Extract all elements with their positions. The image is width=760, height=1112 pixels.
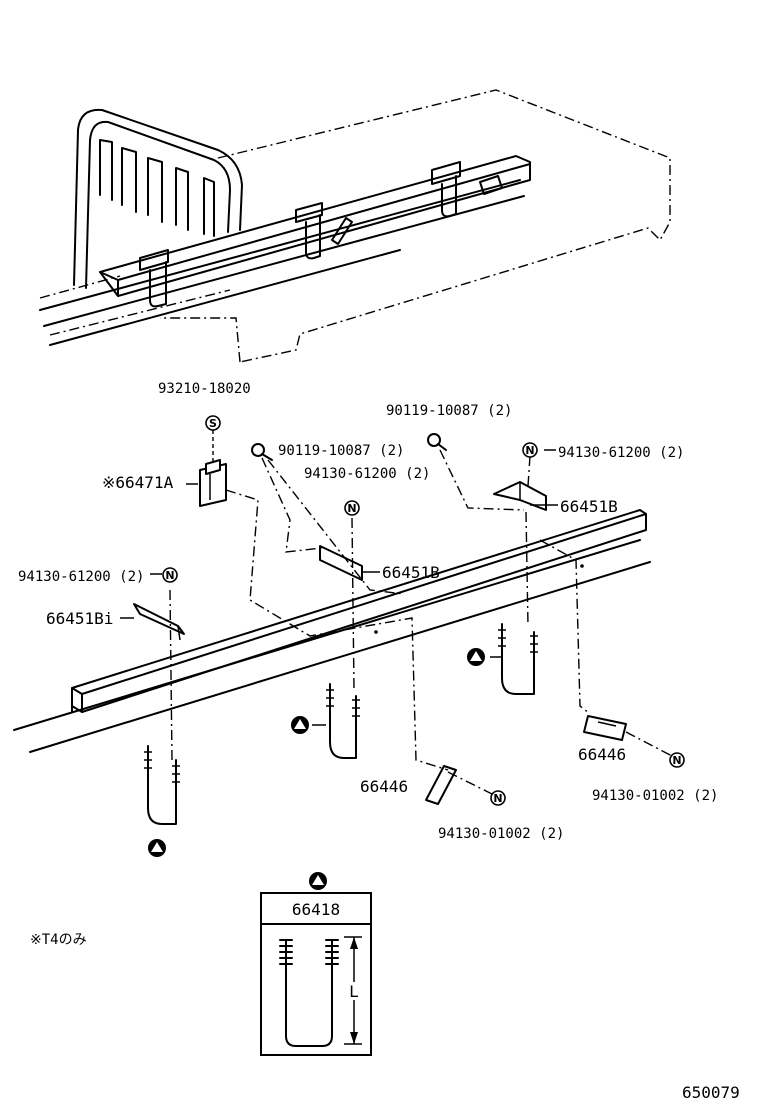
bracket-66451b-center [319,545,363,581]
n-symbol: N [162,567,178,583]
svg-text:N: N [525,444,534,457]
clip-66471a [199,459,227,507]
svg-text:N: N [347,502,356,515]
truck-bed-overview [39,89,671,363]
u-bolt-center [326,683,360,759]
svg-text:N: N [165,569,174,582]
label-66471a: ※66471A [102,473,174,492]
label-90119-10087-left: 90119-10087 (2) [278,443,404,459]
triangle-markers [148,648,502,890]
plate-66446-right [583,715,627,741]
label-66451b-left: 66451Bi [46,609,113,628]
dimension-l-label: L [349,982,359,1001]
label-66451b-center: 66451B [382,563,440,582]
label-leaders [120,449,558,619]
triangle-marker-icon [309,872,327,890]
label-93210-18020: 93210-18020 [158,381,251,397]
symbol-markers: S N N N N N [162,415,685,806]
detail-box-66418: 66418 L [260,892,372,1056]
label-94130-01002-right: 94130-01002 (2) [592,788,718,804]
part-labels: 93210-18020 ※66471A 90119-10087 (2) 9011… [18,381,740,1102]
label-94130-61200-left: 94130-61200 (2) [18,569,144,585]
label-66451b-right: 66451B [560,497,618,516]
label-66446-right: 66446 [578,745,626,764]
svg-text:S: S [209,417,217,430]
n-symbol: N [344,500,360,516]
n-symbol: N [669,752,685,768]
label-66446-center: 66446 [360,777,408,796]
note-t4-only: ※T4のみ [30,932,87,948]
bracket-66451b-right [493,481,547,511]
rail-hole [374,630,378,634]
leader-lines [169,430,673,795]
triangle-marker-icon [148,839,166,857]
u-bolt-left [144,745,180,825]
n-symbol: N [522,442,538,458]
plate-66446-center [425,765,457,805]
triangle-marker-icon [467,648,485,666]
label-94130-61200-center: 94130-61200 (2) [304,466,430,482]
n-symbol: N [490,790,506,806]
bolt-90119-left [251,443,273,461]
frame-rail-assembly [13,509,651,753]
bolt-90119-right [427,433,447,451]
label-66418: 66418 [292,900,340,919]
svg-text:N: N [493,792,502,805]
label-90119-10087-right: 90119-10087 (2) [386,403,512,419]
svg-text:N: N [672,754,681,767]
s-symbol: S [205,415,221,431]
bracket-66451b-left [133,603,185,641]
label-94130-01002-center: 94130-01002 (2) [438,826,564,842]
rail-hole [580,564,584,568]
triangle-marker-icon [291,716,309,734]
label-94130-61200-right: 94130-61200 (2) [558,445,684,461]
u-bolt-right [498,623,538,695]
figure-number: 650079 [682,1083,740,1102]
